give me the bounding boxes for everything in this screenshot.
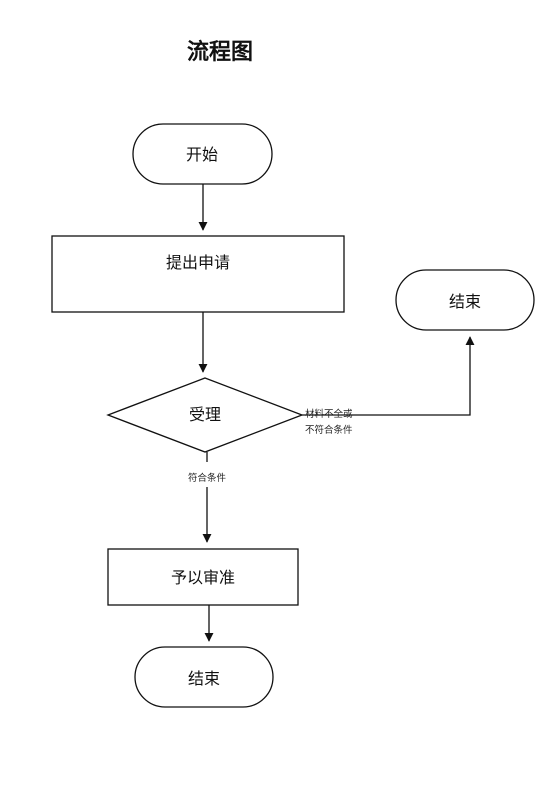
end-main-node: 结束 [134, 646, 274, 708]
apply-node: 提出申请 [51, 235, 345, 313]
reject-label-line2: 不符合条件 [305, 424, 353, 436]
approve-node: 予以审准 [107, 548, 299, 606]
approve-node-label: 予以审准 [171, 568, 235, 587]
edge-accept-end-side [302, 336, 475, 416]
start-node: 开始 [132, 123, 273, 185]
accept-decision: 受理 [106, 377, 304, 453]
pass-label: 符合条件 [188, 472, 227, 484]
end-main-node-label: 结束 [188, 669, 220, 688]
end-side-node: 结束 [395, 269, 535, 331]
reject-label-line1: 材料不全或 [305, 408, 353, 420]
end-side-node-label: 结束 [449, 292, 481, 311]
accept-decision-label: 受理 [189, 405, 221, 424]
start-node-label: 开始 [186, 145, 218, 164]
page-title: 流程图 [186, 40, 253, 65]
apply-node-label: 提出申请 [166, 253, 230, 272]
